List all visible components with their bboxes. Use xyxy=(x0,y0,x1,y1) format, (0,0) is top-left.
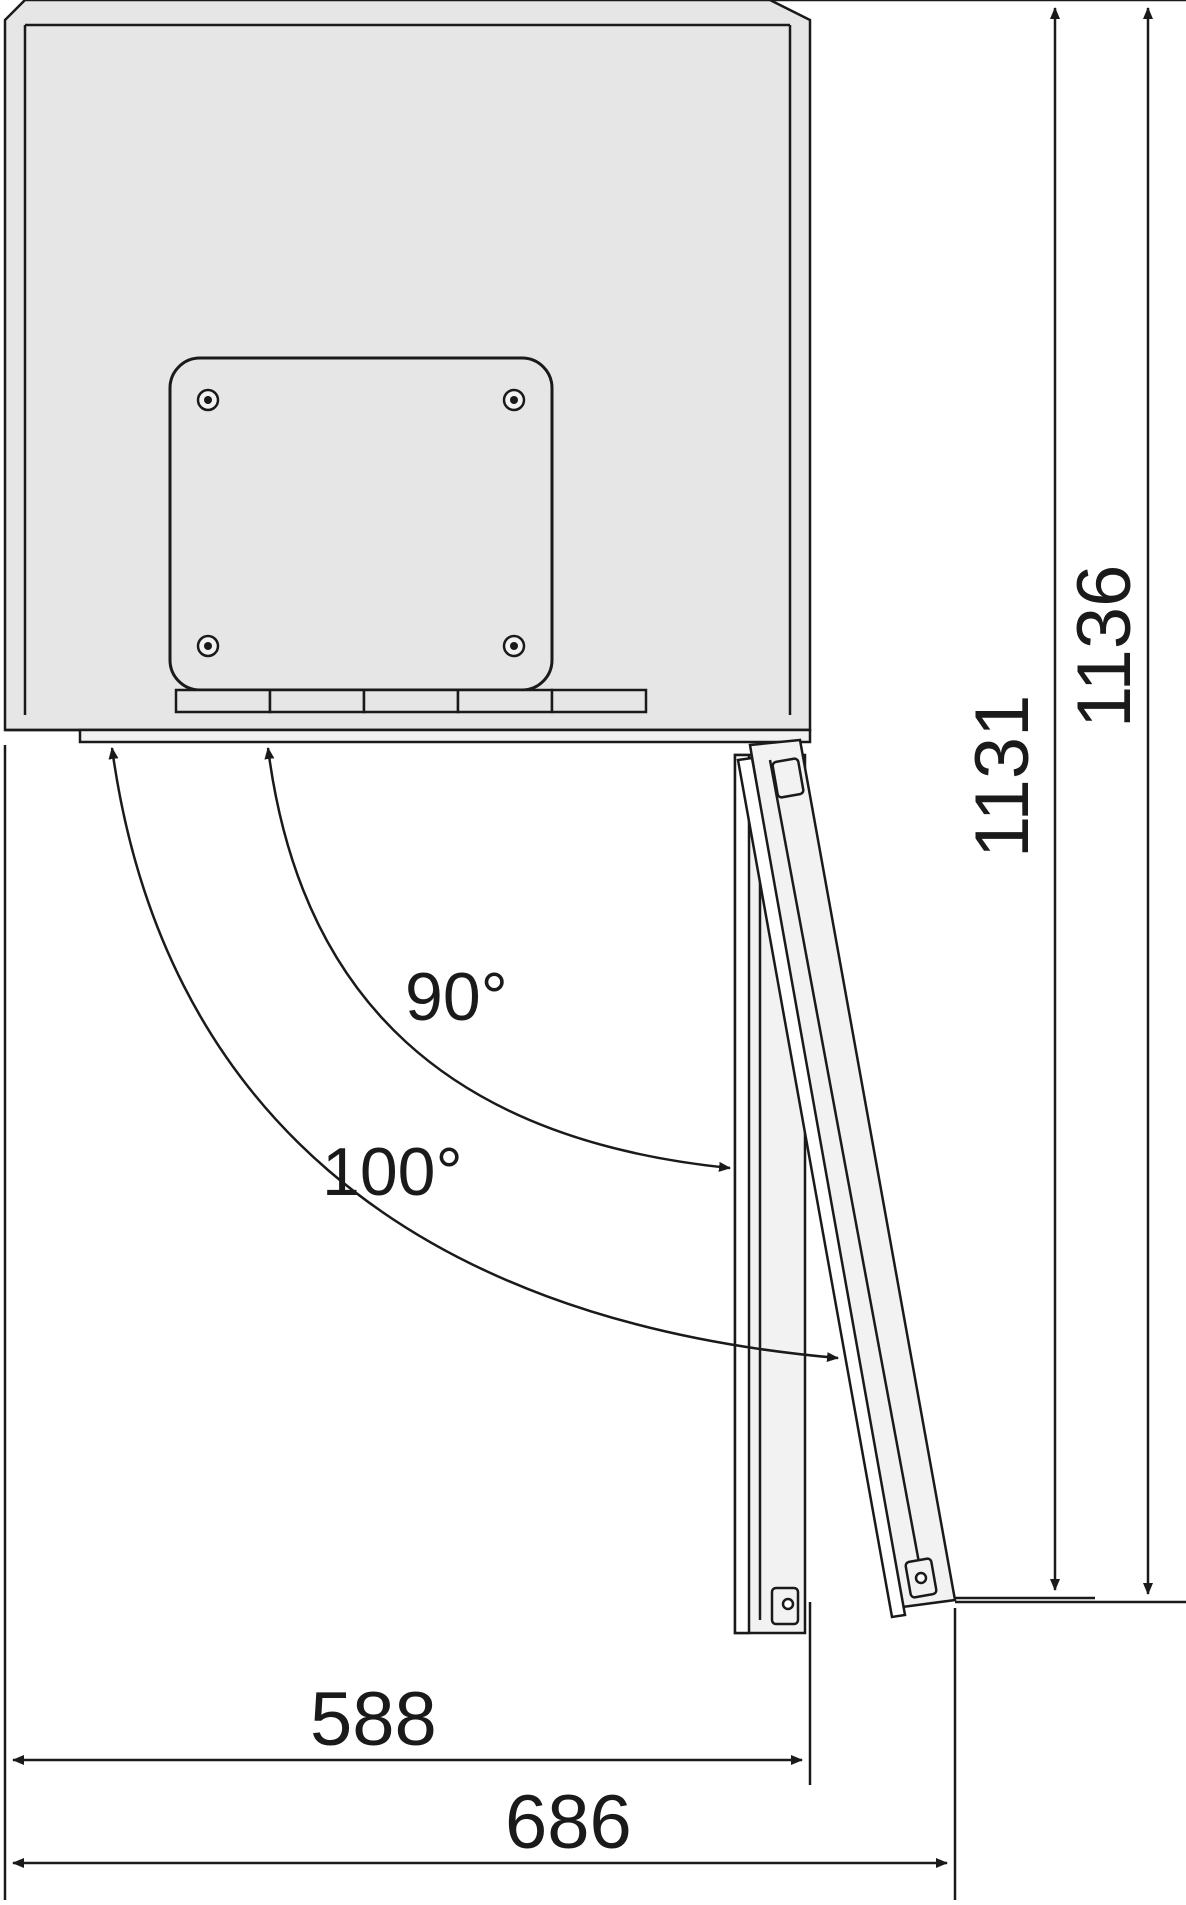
door-90-gasket xyxy=(733,753,751,1635)
dim-label-686: 686 xyxy=(505,1780,632,1865)
angle-label-100: 100° xyxy=(322,1134,463,1210)
arc-90 xyxy=(264,747,731,1172)
dim-label-1131: 1131 xyxy=(960,695,1045,858)
horizontal-dimensions xyxy=(3,745,957,1900)
angle-arcs xyxy=(108,747,839,1363)
door-100-hinge-top xyxy=(771,757,805,799)
vent-slots xyxy=(174,688,648,714)
vent-slot-4 xyxy=(456,688,554,714)
compressor-cover-plate xyxy=(168,356,554,692)
vertical-dimensions xyxy=(770,0,1186,1604)
door-100-hinge-hole xyxy=(914,1571,928,1585)
cover-plate-outline xyxy=(168,356,554,692)
dim-label-1136: 1136 xyxy=(1062,565,1147,728)
dim-label-588: 588 xyxy=(310,1677,437,1762)
vent-slot-5 xyxy=(550,688,648,714)
vent-slot-1 xyxy=(174,688,272,714)
door-90-hinge-hole xyxy=(781,1597,795,1611)
screw-holes xyxy=(196,388,526,658)
vent-slot-3 xyxy=(362,688,460,714)
angle-label-90: 90° xyxy=(405,959,508,1035)
cabinet-front-strip xyxy=(78,728,812,744)
vent-slot-2 xyxy=(268,688,366,714)
arc-100 xyxy=(108,747,839,1363)
